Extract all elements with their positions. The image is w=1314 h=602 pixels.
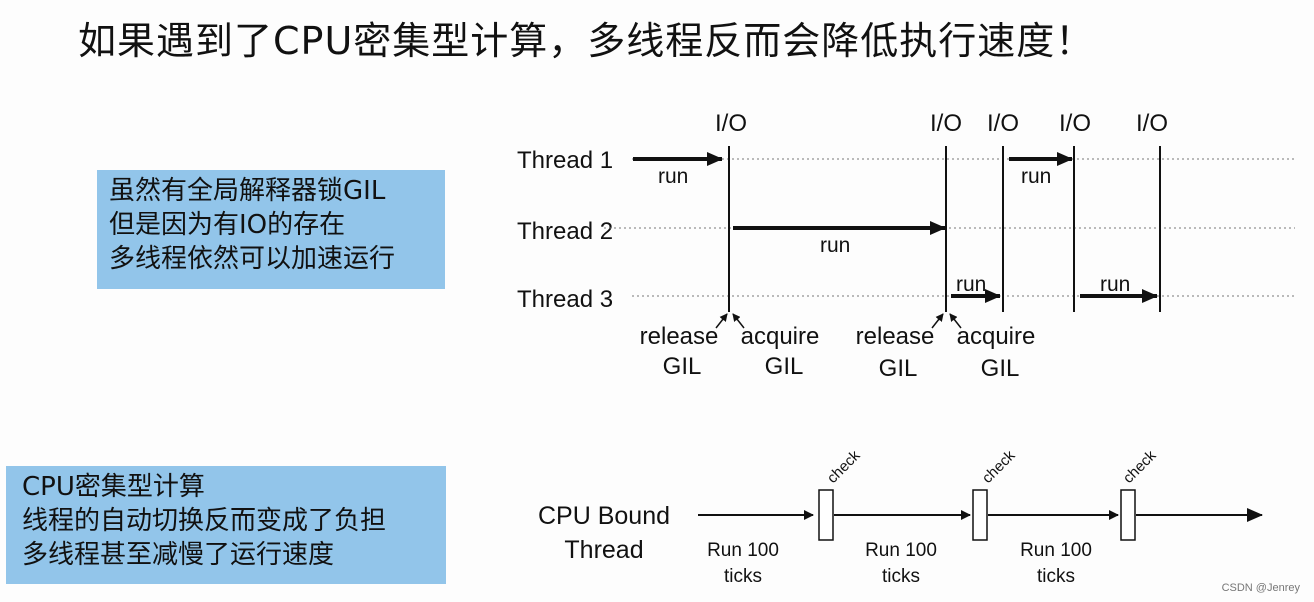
cpu-note-box: CPU密集型计算 线程的自动切换反而变成了负担 多线程甚至减慢了运行速度: [6, 466, 446, 584]
io-note-line-1: 虽然有全局解释器锁GIL: [109, 176, 386, 206]
cpu-note-line-2: 线程的自动切换反而变成了负担: [22, 506, 387, 536]
acquire-pointer-2: [949, 313, 962, 329]
io-label-5: I/O: [1136, 110, 1168, 137]
io-label-2: I/O: [930, 110, 962, 137]
io-label-4: I/O: [1059, 110, 1091, 137]
release-label-2-line-1: release: [856, 323, 935, 350]
cpu-thread-label-line-2: Thread: [564, 536, 643, 564]
segment-2-label-line-2: ticks: [882, 566, 920, 587]
watermark: CSDN @Jenrey: [1221, 582, 1300, 594]
check-label-1: check: [824, 447, 864, 487]
segment-2-label-line-1: Run 100: [865, 540, 937, 561]
cpu-note-line-1: CPU密集型计算: [22, 472, 205, 502]
thread-3-run-label-2: run: [1100, 273, 1130, 296]
thread-2-run-label: run: [820, 234, 850, 257]
thread-3-run-label-1: run: [956, 273, 986, 296]
acquire-label-1-line-2: GIL: [765, 353, 804, 380]
thread-2-label: Thread 2: [517, 218, 613, 245]
release-pointer-2: [931, 313, 944, 329]
check-label-3: check: [1120, 447, 1160, 487]
io-note-line-2: 但是因为有IO的存在: [109, 210, 346, 240]
io-label-3: I/O: [987, 110, 1019, 137]
io-note-box: 虽然有全局解释器锁GIL 但是因为有IO的存在 多线程依然可以加速运行: [97, 170, 445, 289]
acquire-label-1-line-1: acquire: [741, 323, 820, 350]
release-pointer-1: [715, 313, 728, 329]
release-label-1-line-2: GIL: [663, 353, 702, 380]
segment-3-label-line-1: Run 100: [1020, 540, 1092, 561]
segment-1-label-line-1: Run 100: [707, 540, 779, 561]
segment-3-label-line-2: ticks: [1037, 566, 1075, 587]
acquire-pointer-1: [732, 313, 745, 329]
check-label-2: check: [979, 447, 1019, 487]
thread-1-run-label-1: run: [658, 165, 688, 188]
acquire-label-2-line-1: acquire: [957, 323, 1036, 350]
release-label-1-line-1: release: [640, 323, 719, 350]
io-label-1: I/O: [715, 110, 747, 137]
segment-1-label-line-2: ticks: [724, 566, 762, 587]
thread-1-label: Thread 1: [517, 147, 613, 174]
check-box-1: [818, 489, 834, 541]
io-note-line-3: 多线程依然可以加速运行: [109, 244, 396, 274]
page-title: 如果遇到了CPU密集型计算，多线程反而会降低执行速度！: [78, 19, 1095, 63]
check-box-2: [972, 489, 988, 541]
cpu-thread-label-line-1: CPU Bound: [538, 502, 670, 530]
release-label-2-line-2: GIL: [879, 355, 918, 382]
check-box-3: [1120, 489, 1136, 541]
cpu-note-line-3: 多线程甚至减慢了运行速度: [22, 540, 335, 570]
acquire-label-2-line-2: GIL: [981, 355, 1020, 382]
thread-1-run-label-2: run: [1021, 165, 1051, 188]
thread-3-label: Thread 3: [517, 286, 613, 313]
